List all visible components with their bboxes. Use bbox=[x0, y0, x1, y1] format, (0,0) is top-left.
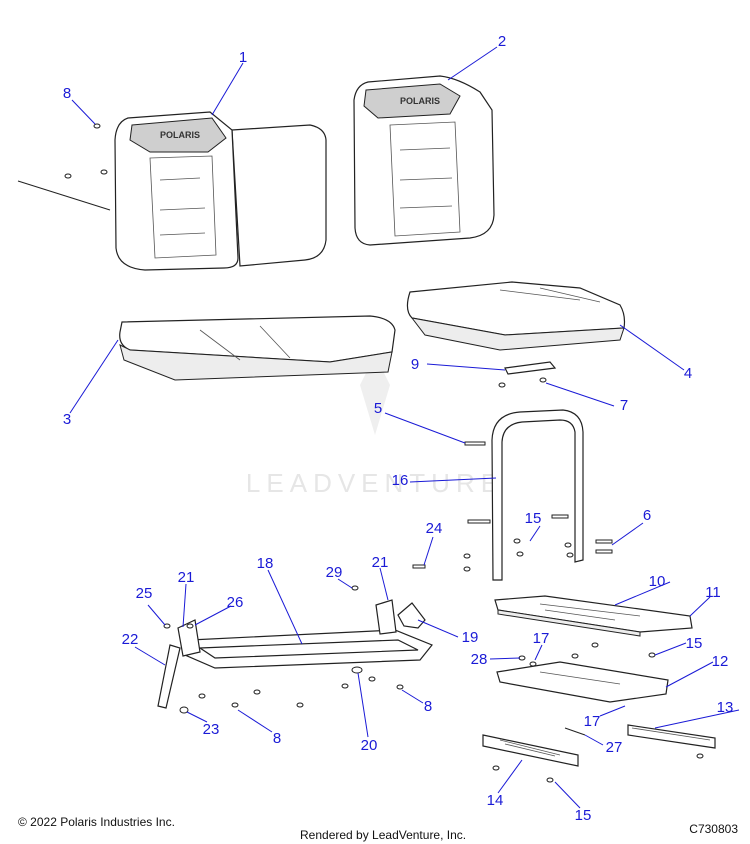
callout-27: 27 bbox=[606, 739, 623, 756]
fasteners-16-area bbox=[412, 514, 613, 572]
callout-8-right: 8 bbox=[424, 698, 432, 715]
callout-24: 24 bbox=[426, 520, 443, 537]
callout-26: 26 bbox=[227, 594, 244, 611]
callout-1: 1 bbox=[239, 49, 247, 66]
callout-11: 11 bbox=[705, 584, 721, 601]
callout-5: 5 bbox=[374, 400, 382, 417]
callout-4: 4 bbox=[684, 365, 692, 382]
fasteners-15-area bbox=[492, 753, 704, 783]
callout-15-frame: 15 bbox=[525, 510, 542, 527]
seat-base-plate bbox=[494, 595, 693, 637]
callout-29: 29 bbox=[326, 564, 343, 581]
callout-16: 16 bbox=[392, 472, 409, 489]
slide-plate bbox=[496, 661, 669, 703]
callout-17-top: 17 bbox=[533, 630, 550, 647]
callout-2: 2 bbox=[498, 33, 506, 50]
callout-21-right: 21 bbox=[372, 554, 389, 571]
rendered-by-text: Rendered by LeadVenture, Inc. bbox=[300, 828, 467, 842]
leader-lines bbox=[69, 46, 740, 809]
callout-7: 7 bbox=[620, 397, 628, 414]
seat-frame-tube bbox=[491, 409, 584, 581]
callout-20: 20 bbox=[361, 737, 378, 754]
callout-6: 6 bbox=[643, 507, 651, 524]
callout-28: 28 bbox=[471, 651, 488, 668]
callout-14: 14 bbox=[487, 792, 504, 809]
callout-19: 19 bbox=[462, 629, 479, 646]
brand-logo-right: POLARIS bbox=[400, 96, 440, 106]
seat-back-right: POLARIS bbox=[353, 75, 495, 246]
callout-21-left: 21 bbox=[178, 569, 195, 586]
leadventure-watermark: LEADVENTURE bbox=[246, 355, 504, 498]
seat-back-left: POLARIS bbox=[114, 111, 327, 271]
copyright-text: © 2022 Polaris Industries Inc. bbox=[18, 815, 175, 829]
callout-22: 22 bbox=[122, 631, 139, 648]
gas-strut bbox=[157, 644, 181, 709]
callout-10: 10 bbox=[649, 573, 666, 590]
fastener-20 bbox=[351, 666, 363, 674]
seat-bracket bbox=[504, 361, 557, 375]
hinge-brackets bbox=[177, 599, 397, 657]
callout-3: 3 bbox=[63, 411, 71, 428]
callout-15-rail: 15 bbox=[575, 807, 592, 824]
seat-back-hardware-left bbox=[17, 123, 111, 211]
callout-8-top: 8 bbox=[63, 85, 71, 102]
watermark-text: LEADVENTURE bbox=[246, 468, 504, 498]
fastener-5 bbox=[464, 441, 486, 446]
seat-bottom-right bbox=[406, 281, 626, 351]
spring-27 bbox=[564, 727, 586, 736]
seat-base-frame bbox=[184, 629, 433, 669]
callout-13: 13 bbox=[717, 699, 734, 716]
slide-rail-right bbox=[627, 724, 716, 749]
callout-labels: 1 2 3 4 5 6 7 8 8 8 9 10 11 12 13 14 15 … bbox=[63, 33, 734, 824]
brand-logo-left: POLARIS bbox=[160, 130, 200, 140]
callout-25: 25 bbox=[136, 585, 153, 602]
slide-rail-left bbox=[482, 734, 579, 767]
latch-bracket bbox=[397, 602, 426, 629]
callout-9: 9 bbox=[411, 356, 419, 373]
callout-8-bottom: 8 bbox=[273, 730, 281, 747]
callout-17-bottom: 17 bbox=[584, 713, 601, 730]
seat-bottom-left bbox=[119, 315, 396, 381]
callout-15-plate: 15 bbox=[686, 635, 703, 652]
callout-12: 12 bbox=[712, 653, 729, 670]
callout-23: 23 bbox=[203, 721, 220, 738]
callout-18: 18 bbox=[257, 555, 274, 572]
diagram-code: C730803 bbox=[689, 822, 738, 836]
fastener-7 bbox=[498, 377, 547, 388]
